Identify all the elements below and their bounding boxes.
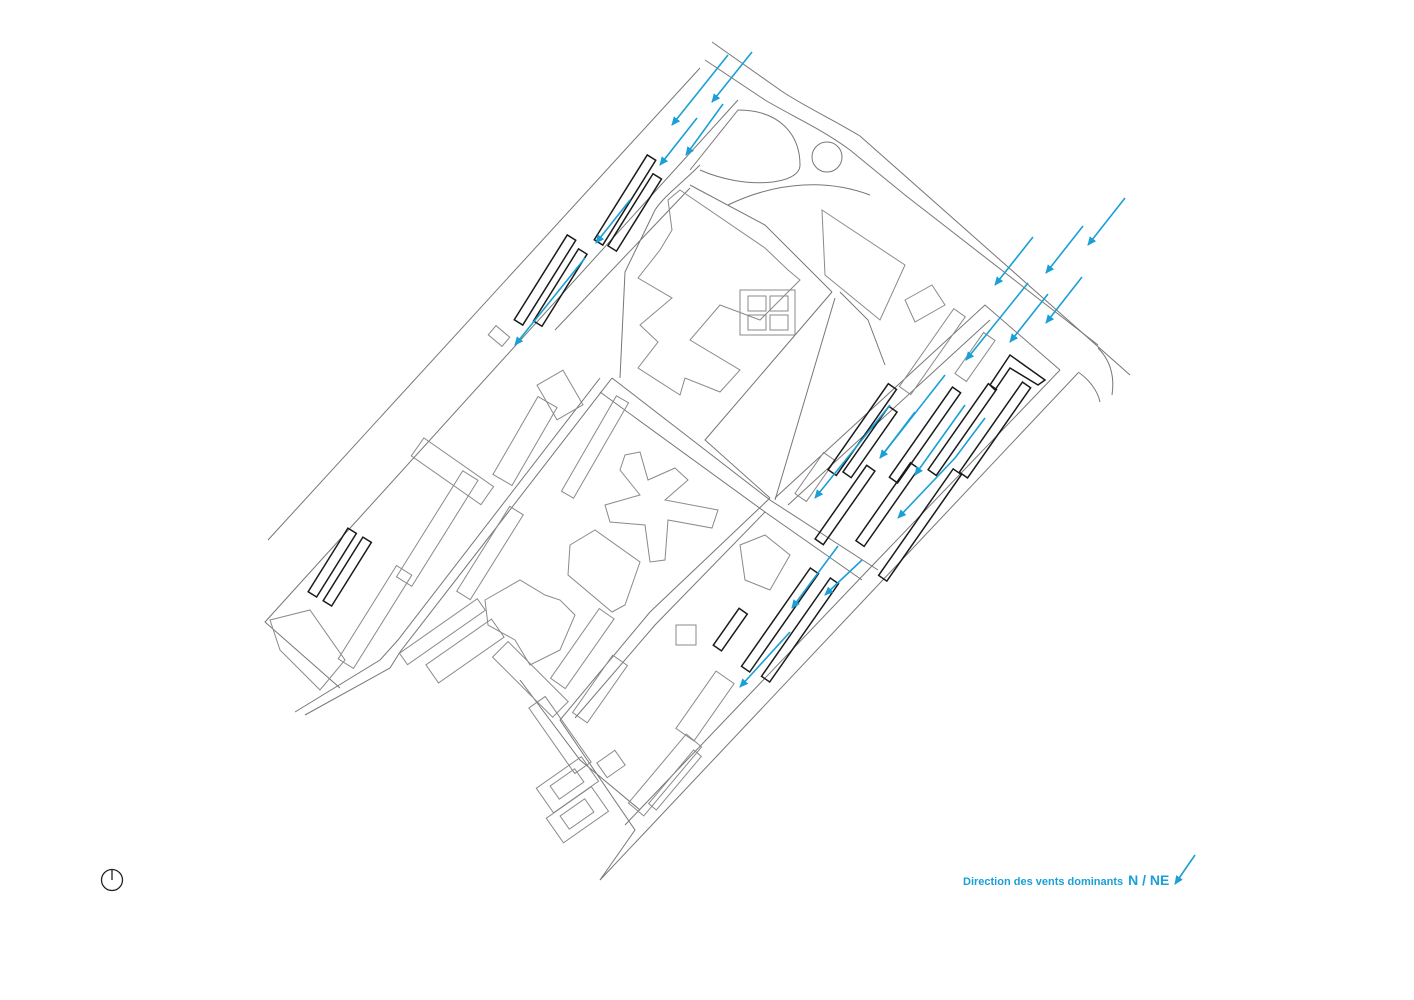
wind-arrows (514, 51, 1126, 688)
legend-direction: N / NE (1128, 872, 1170, 888)
wind-arrow-icon (685, 103, 724, 156)
wind-arrow-icon (514, 257, 586, 346)
wind-arrow-icon (954, 417, 986, 459)
wind-arrow-icon (824, 559, 863, 596)
wind-arrow-icon (739, 631, 791, 688)
wind-arrow-icon (994, 236, 1034, 286)
wind-arrow-icon (791, 545, 839, 609)
wind-arrow-icon (814, 404, 891, 499)
wind-arrow-icon (965, 282, 1029, 361)
wind-arrow-icon (595, 199, 631, 244)
highlighted-buildings (307, 153, 1047, 684)
wind-arrow-icon (1045, 225, 1084, 274)
wind-arrow-icon (1087, 197, 1126, 246)
wind-arrow-icon (897, 457, 956, 519)
legend-label: Direction des vents dominants (963, 876, 1124, 888)
buildings (269, 189, 996, 844)
road-network (264, 41, 1131, 881)
wind-arrow-icon (914, 404, 966, 476)
wind-arrow-icon (1009, 293, 1049, 343)
wind-arrow-icon (659, 117, 698, 166)
wind-arrow-icon (879, 411, 916, 459)
wind-legend: Direction des vents dominants N / NE (963, 872, 1169, 892)
wind-arrow-icon (1045, 276, 1083, 324)
wind-arrow-icon (671, 54, 729, 126)
legend-arrow-icon (1174, 854, 1196, 885)
north-compass-icon (100, 868, 124, 892)
wind-arrow-icon (711, 51, 753, 103)
